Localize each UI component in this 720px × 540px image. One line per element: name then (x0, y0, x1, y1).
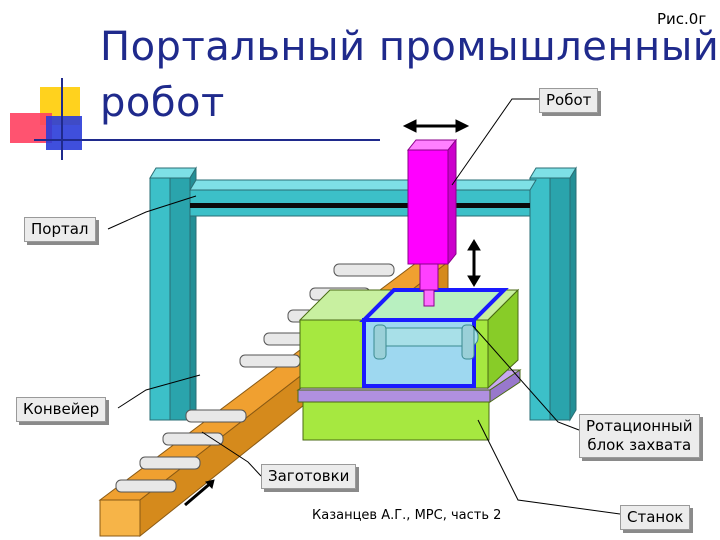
motion-arrows-icon (402, 119, 481, 287)
label-portal: Портал (24, 217, 96, 242)
footer-credit: Казанцев А.Г., МРС, часть 2 (312, 508, 502, 523)
page-title-line1: Портальный промышленный (100, 24, 720, 70)
label-rotary-gripper: Ротационный блок захвата (579, 414, 700, 458)
label-robot: Робот (539, 88, 599, 113)
label-rotary-line1: Ротационный (586, 417, 693, 435)
portal-frame (149, 166, 577, 422)
logo-squares-icon (10, 78, 380, 160)
label-conveyor: Конвейер (16, 397, 107, 422)
label-machine: Станок (620, 505, 691, 530)
page-title-line2: робот (100, 80, 225, 126)
label-workpieces: Заготовки (261, 464, 357, 489)
workpieces (115, 263, 395, 493)
robot-arm (406, 138, 458, 307)
label-rotary-line2: блок захвата (587, 436, 692, 454)
figure-number: Рис.0г (657, 10, 707, 28)
leader-lines (107, 98, 621, 515)
